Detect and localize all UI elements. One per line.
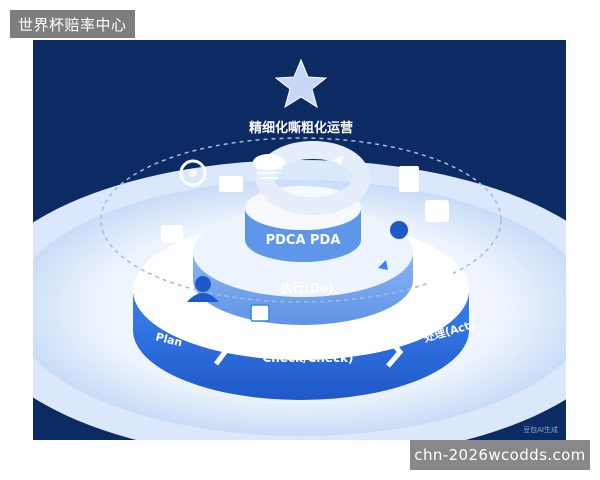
document-icon xyxy=(399,166,419,192)
target-icon xyxy=(179,159,207,187)
check-label: Check/Check) xyxy=(262,351,353,365)
base-tier-band xyxy=(133,290,469,400)
pdca-illustration: 精细化嘶粗化运营 PDCA PDA 执行(Do) Plan Check/Chec… xyxy=(33,40,566,440)
plan-label: Plan xyxy=(154,330,183,349)
arrow-icon xyxy=(333,156,343,165)
illustration-canvas: 精细化嘶粗化运营 PDCA PDA 执行(Do) Plan Check/Chec… xyxy=(33,58,566,440)
middle-tier-band xyxy=(193,252,413,325)
arrow-icon xyxy=(378,260,388,270)
watermark: 豆包AI生成 xyxy=(523,425,558,434)
chevron-right-icon xyxy=(214,330,232,366)
star-icon xyxy=(274,58,328,109)
orbit-path xyxy=(100,137,502,303)
cloud-icon xyxy=(253,154,285,179)
bar-chart-icon xyxy=(427,258,453,288)
site-badge: 世界杯赔率中心 xyxy=(10,10,135,38)
box-icon xyxy=(250,304,270,322)
chart-icon xyxy=(425,200,449,222)
network-icon xyxy=(390,221,408,239)
user-icon xyxy=(187,276,219,302)
top-tier-label: PDCA PDA xyxy=(266,233,341,248)
list-icon xyxy=(157,254,183,272)
database-icon xyxy=(161,225,183,243)
figure-title: 精细化嘶粗化运营 xyxy=(249,120,353,136)
card-icon xyxy=(219,176,243,192)
chevron-right-icon xyxy=(386,336,404,368)
top-tier-band xyxy=(245,208,361,262)
domain-badge: chn-2026wcodds.com xyxy=(410,440,590,470)
middle-tier-label: 执行(Do) xyxy=(280,280,333,295)
